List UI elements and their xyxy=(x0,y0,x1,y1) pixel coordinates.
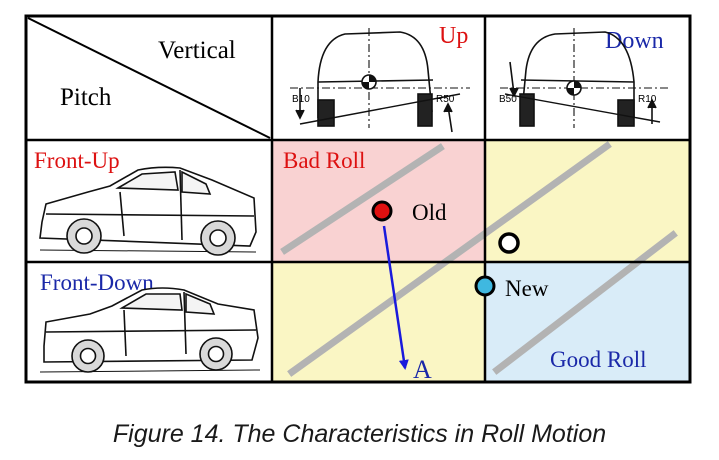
side-view-car-front-up xyxy=(39,166,257,256)
diagonal-bands xyxy=(280,141,678,377)
down-right-tag: R10 xyxy=(638,94,657,105)
transition-arrow xyxy=(382,225,409,370)
arrow-label-a: A xyxy=(413,355,432,384)
roll-characteristics-diagram: Vertical Pitch Up Down B10 R50 xyxy=(24,14,692,384)
new-point xyxy=(474,275,496,297)
old-label: Old xyxy=(412,200,447,225)
front-down-label: Front-Down xyxy=(40,270,154,295)
up-right-tag: R50 xyxy=(436,94,455,105)
table-grid xyxy=(24,14,692,384)
band-lower xyxy=(492,230,678,375)
up-left-tag: B10 xyxy=(292,94,310,105)
pitch-label: Pitch xyxy=(60,84,112,111)
bad-roll-label: Bad Roll xyxy=(283,148,365,173)
new-label: New xyxy=(505,276,549,301)
up-label: Up xyxy=(439,23,468,49)
side-view-car-front-down xyxy=(39,287,261,373)
rear-view-car-up xyxy=(290,28,470,133)
rear-view-car-down xyxy=(500,28,670,128)
front-up-label: Front-Up xyxy=(34,148,120,173)
good-roll-label: Good Roll xyxy=(550,347,646,372)
band-middle xyxy=(287,141,612,377)
vertical-label: Vertical xyxy=(158,37,236,64)
figure-caption: Figure 14. The Characteristics in Roll M… xyxy=(112,420,607,448)
down-left-tag: B50 xyxy=(499,94,517,105)
old-point xyxy=(371,200,393,222)
bad-roll-zone xyxy=(272,140,485,262)
band-upper xyxy=(280,143,445,255)
good-roll-zone xyxy=(485,262,690,382)
down-label: Down xyxy=(605,28,664,54)
intermediate-point xyxy=(498,232,520,254)
